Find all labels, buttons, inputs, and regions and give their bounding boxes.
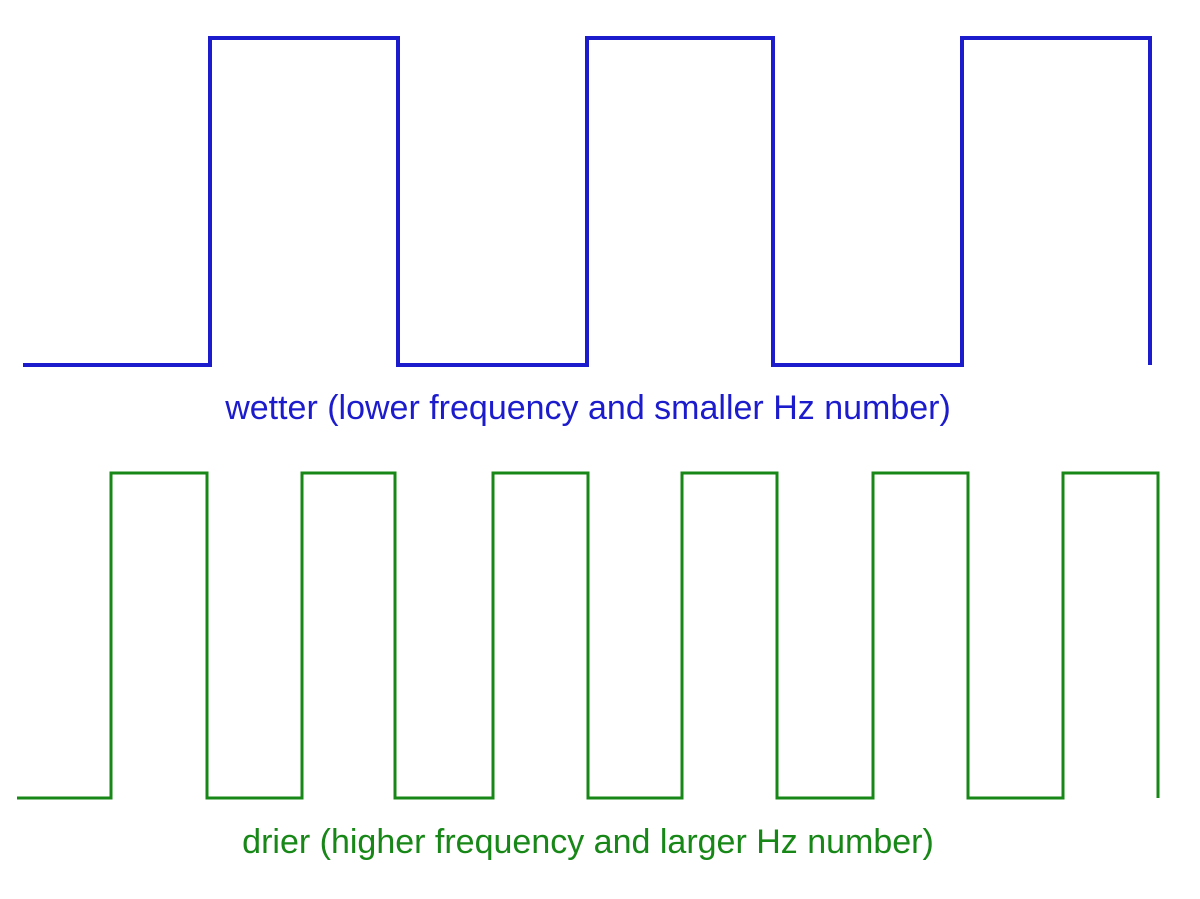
wave-wetter bbox=[23, 36, 1152, 367]
drier-label: drier (higher frequency and larger Hz nu… bbox=[242, 823, 934, 861]
wetter-label: wetter (lower frequency and smaller Hz n… bbox=[225, 389, 951, 427]
wave-drier bbox=[17, 471, 1160, 800]
